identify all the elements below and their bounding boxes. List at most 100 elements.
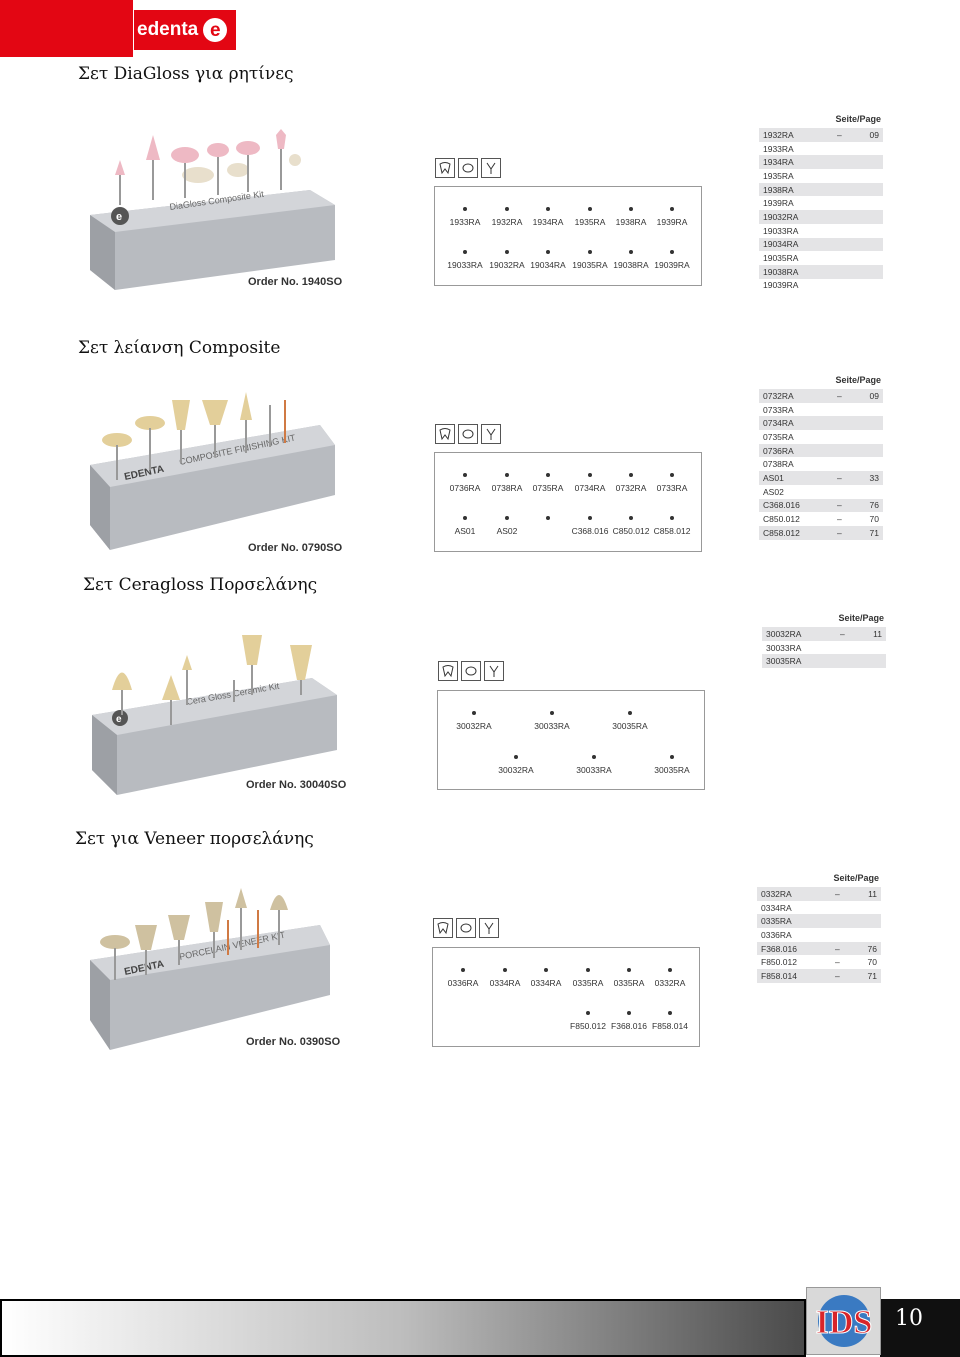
table-row: 0735RA bbox=[759, 430, 883, 444]
svg-text:e: e bbox=[116, 714, 122, 725]
edenta-logo[interactable]: edenta e bbox=[134, 10, 236, 50]
separator: – bbox=[835, 888, 840, 899]
article-code: 1939RA bbox=[763, 198, 794, 209]
diagram-label: 19038RA bbox=[613, 260, 649, 270]
article-code: 30033RA bbox=[766, 642, 802, 653]
diagram-label: 30035RA bbox=[654, 765, 690, 775]
ids-logo[interactable]: IDS bbox=[806, 1287, 881, 1355]
article-code: 0336RA bbox=[761, 929, 792, 940]
ids-logo-text: IDS bbox=[815, 1304, 872, 1341]
article-code: C858.012 bbox=[763, 527, 800, 538]
separator: – bbox=[840, 628, 845, 639]
table-row: 1935RA bbox=[759, 169, 883, 183]
diagram-label: C368.016 bbox=[571, 526, 609, 536]
icon-group bbox=[435, 158, 501, 178]
article-code: 19032RA bbox=[763, 211, 799, 222]
separator: – bbox=[837, 390, 842, 401]
table-row: 30032RA–11 bbox=[762, 627, 886, 641]
table-row: 0734RA bbox=[759, 416, 883, 431]
diagram-label: 30032RA bbox=[456, 721, 492, 731]
diagram-label: 0735RA bbox=[532, 483, 564, 493]
diagram-label: 30033RA bbox=[534, 721, 570, 731]
page-ref: 09 bbox=[869, 390, 879, 401]
article-code: 0332RA bbox=[761, 888, 792, 899]
instrument-diagram: 1933RA 1932RA 1934RA 1935RA 1938RA 1939R… bbox=[434, 186, 702, 286]
table-row: 19033RA bbox=[759, 224, 883, 238]
article-code: F368.016 bbox=[761, 943, 797, 954]
table-row: 0738RA bbox=[759, 457, 883, 471]
instrument-diagram: 30032RA 30033RA 30035RA 30032RA 30033RA … bbox=[437, 690, 705, 790]
page-ref: 11 bbox=[873, 628, 882, 639]
section-title-veneer: Σετ για Veneer πορσελάνης bbox=[75, 829, 314, 849]
diagram-label: 0733RA bbox=[656, 483, 688, 493]
page-ref: 76 bbox=[867, 943, 877, 954]
table-header: Seite/Page bbox=[835, 375, 881, 385]
icon-group bbox=[433, 918, 499, 938]
article-code: 19033RA bbox=[763, 225, 799, 236]
diagram-label: 0732RA bbox=[615, 483, 647, 493]
diagram-label: 30032RA bbox=[498, 765, 534, 775]
separator: – bbox=[837, 500, 842, 511]
article-code: 19034RA bbox=[763, 239, 799, 250]
table-row: AS02 bbox=[759, 485, 883, 499]
table-header: Seite/Page bbox=[835, 114, 881, 124]
page-ref: 11 bbox=[868, 888, 877, 899]
diagram-label: 1932RA bbox=[491, 217, 523, 227]
table-row: F858.014–71 bbox=[757, 969, 881, 983]
diagram-label: 0334RA bbox=[489, 978, 521, 988]
tooth-icon bbox=[433, 918, 453, 938]
table-row: 30035RA bbox=[762, 654, 886, 669]
diagram-label: F368.016 bbox=[611, 1021, 647, 1031]
diagram-label: 0335RA bbox=[613, 978, 645, 988]
instrument-diagram: 0336RA 0334RA 0334RA 0335RA 0335RA 0332R… bbox=[432, 947, 700, 1047]
header-red-bar bbox=[0, 0, 133, 57]
diagram-label: C850.012 bbox=[612, 526, 650, 536]
svg-text:e: e bbox=[116, 211, 122, 223]
diagram-label: 1939RA bbox=[656, 217, 688, 227]
article-code: 0733RA bbox=[763, 404, 794, 415]
table-row: 19034RA bbox=[759, 237, 883, 252]
product-image-composite: EDENTA COMPOSITE FINISHING KIT bbox=[90, 392, 335, 550]
page-ref: 70 bbox=[869, 514, 879, 525]
table-row: 19035RA bbox=[759, 251, 883, 265]
order-number: Order No. 1940SO bbox=[248, 276, 343, 288]
article-code: 0334RA bbox=[761, 902, 792, 913]
article-code: 1932RA bbox=[763, 129, 794, 140]
crown-icon bbox=[458, 158, 478, 178]
table-row: 0732RA–09 bbox=[759, 389, 883, 403]
tooth-icon bbox=[438, 661, 458, 681]
diagram-label: C858.012 bbox=[653, 526, 691, 536]
article-code: AS01 bbox=[763, 472, 784, 483]
table-row: 19038RA bbox=[759, 264, 883, 279]
product-image-ceragloss: e Cera Gloss Ceramic Kit bbox=[92, 635, 337, 795]
table-row: 1938RA bbox=[759, 182, 883, 197]
article-code: C368.016 bbox=[763, 500, 800, 511]
article-code: 0734RA bbox=[763, 418, 794, 429]
table-row: C850.012–70 bbox=[759, 512, 883, 526]
footer-gradient-bar bbox=[0, 1299, 806, 1357]
article-code: 0735RA bbox=[763, 431, 794, 442]
diagram-label: F850.012 bbox=[570, 1021, 606, 1031]
article-code: F858.014 bbox=[761, 970, 797, 981]
diagram-label: 1935RA bbox=[574, 217, 606, 227]
diagram-label: 0332RA bbox=[654, 978, 686, 988]
tooth-icon bbox=[435, 424, 455, 444]
polish-icon bbox=[481, 158, 501, 178]
diagram-label: 30033RA bbox=[576, 765, 612, 775]
diagram-label: 30035RA bbox=[612, 721, 648, 731]
diagram-label: 0335RA bbox=[572, 978, 604, 988]
table-row: 1932RA–09 bbox=[759, 128, 883, 142]
instrument-diagram: 0736RA 0738RA 0735RA 0734RA 0732RA 0733R… bbox=[434, 452, 702, 552]
article-code: 0335RA bbox=[761, 916, 792, 927]
diagram-label: AS01 bbox=[454, 526, 476, 536]
diagram-label: 1934RA bbox=[532, 217, 564, 227]
section-title-diagloss: Σετ DiaGloss για ρητίνες bbox=[78, 64, 294, 84]
diagram-label: 0736RA bbox=[449, 483, 481, 493]
table-row: 0334RA bbox=[757, 901, 881, 915]
table-row: C858.012–71 bbox=[759, 525, 883, 540]
article-code: 0738RA bbox=[763, 459, 794, 470]
separator: – bbox=[837, 527, 842, 538]
diagram-label: 0738RA bbox=[491, 483, 523, 493]
